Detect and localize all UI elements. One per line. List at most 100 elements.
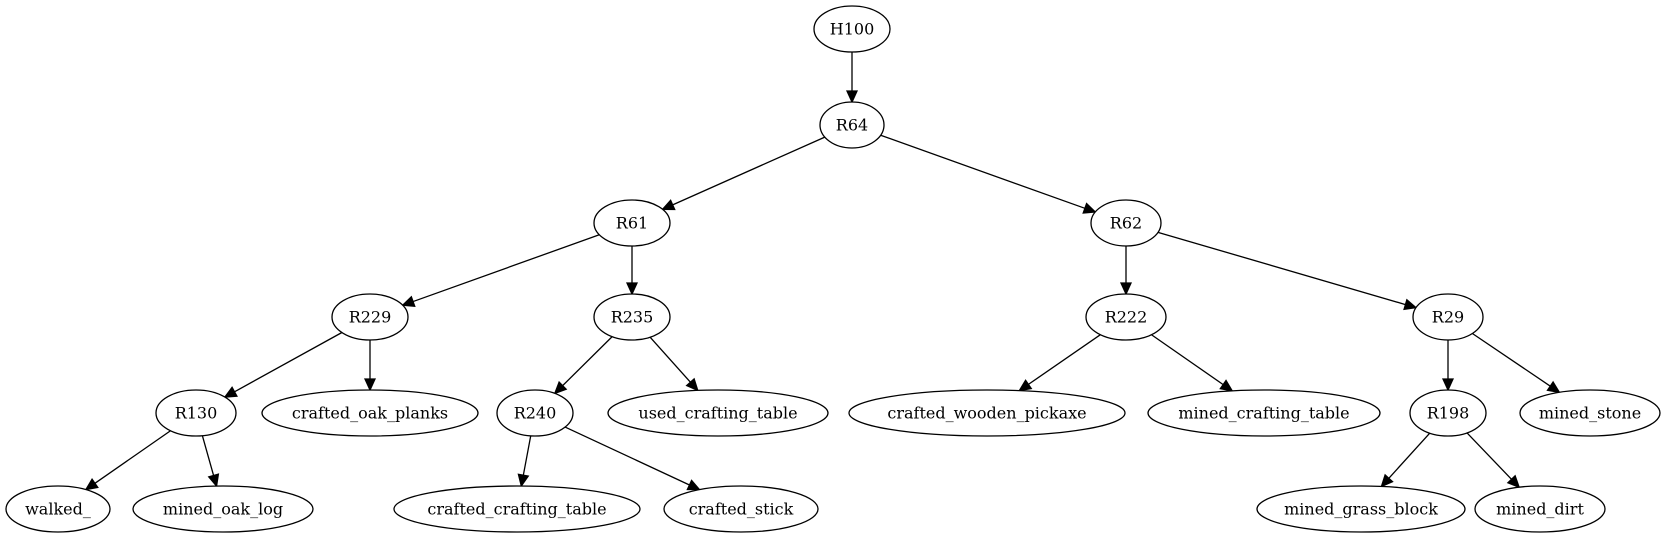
node-used_crafting_table: used_crafting_table (607, 389, 829, 437)
edges-layer (84, 52, 1561, 491)
node-ellipse (1409, 389, 1487, 437)
node-R61: R61 (593, 199, 671, 247)
node-ellipse (663, 485, 819, 533)
node-ellipse (819, 101, 885, 149)
arrowhead-icon (1119, 282, 1133, 296)
node-R222: R222 (1085, 293, 1167, 341)
node-mined_dirt: mined_dirt (1474, 485, 1606, 533)
node-label: R29 (1432, 308, 1464, 327)
node-ellipse (1256, 485, 1466, 533)
arrowhead-icon (845, 90, 859, 104)
edge-line (522, 435, 532, 476)
node-label: mined_dirt (1496, 500, 1584, 519)
node-R229: R229 (331, 293, 409, 341)
edge-line (1157, 231, 1406, 306)
node-ellipse (607, 389, 829, 437)
node-R64: R64 (819, 101, 885, 149)
arrowhead-icon (207, 473, 220, 488)
node-label: R130 (175, 404, 218, 423)
edge-R222-to-mined_crafting_table (1151, 334, 1234, 392)
edge-line (1028, 334, 1101, 385)
edge-line (94, 430, 171, 484)
node-label: mined_stone (1539, 404, 1641, 423)
arrowhead-icon (1546, 380, 1561, 394)
edge-R198-to-mined_dirt (1466, 432, 1521, 489)
node-ellipse (1090, 199, 1162, 247)
node-R130: R130 (155, 389, 237, 437)
node-label: crafted_oak_planks (292, 404, 448, 423)
edge-R62-to-R222 (1119, 246, 1133, 296)
node-ellipse (5, 485, 111, 533)
edge-line (1388, 432, 1431, 479)
node-label: walked_ (25, 500, 91, 519)
arrowhead-icon (1403, 298, 1418, 311)
node-ellipse (496, 389, 574, 437)
edge-R61-to-R229 (401, 234, 600, 307)
node-walked_: walked_ (5, 485, 111, 533)
node-ellipse (132, 485, 314, 533)
arrowhead-icon (401, 295, 416, 307)
node-label: crafted_crafting_table (427, 500, 606, 519)
node-label: R240 (514, 404, 557, 423)
node-ellipse (261, 389, 479, 437)
edge-line (201, 435, 215, 476)
arrowhead-icon (517, 473, 530, 488)
edge-line (562, 336, 613, 387)
node-ellipse (393, 485, 641, 533)
node-label: mined_crafting_table (1178, 404, 1349, 423)
node-label: R229 (349, 308, 392, 327)
edge-R229-to-R130 (223, 331, 343, 398)
node-ellipse (1085, 293, 1167, 341)
node-mined_grass_block: mined_grass_block (1256, 485, 1466, 533)
node-label: H100 (830, 20, 875, 39)
node-ellipse (593, 293, 671, 341)
node-ellipse (1519, 389, 1661, 437)
arrowhead-icon (1082, 202, 1097, 214)
edge-line (649, 336, 691, 383)
arrowhead-icon (625, 282, 639, 296)
edge-R62-to-R29 (1157, 231, 1418, 311)
edge-R64-to-R61 (661, 136, 826, 211)
node-ellipse (1474, 485, 1606, 533)
node-H100: H100 (813, 5, 891, 53)
node-ellipse (593, 199, 671, 247)
edge-R235-to-used_crafting_table (649, 336, 699, 392)
node-ellipse (813, 5, 891, 53)
node-R235: R235 (593, 293, 671, 341)
node-mined_stone: mined_stone (1519, 389, 1661, 437)
node-label: crafted_stick (689, 500, 794, 519)
node-label: mined_oak_log (163, 500, 283, 519)
node-label: R235 (611, 308, 654, 327)
edge-R229-to-crafted_oak_planks (363, 340, 377, 392)
node-label: mined_grass_block (1284, 500, 1438, 519)
edge-R235-to-R240 (553, 336, 613, 395)
node-crafted_stick: crafted_stick (663, 485, 819, 533)
node-label: crafted_wooden_pickaxe (887, 404, 1086, 423)
arrowhead-icon (1219, 379, 1234, 392)
edge-line (1472, 332, 1551, 387)
edge-line (880, 134, 1086, 209)
arrowhead-icon (661, 199, 676, 211)
edge-line (1466, 432, 1512, 480)
edge-R29-to-R198 (1441, 340, 1455, 392)
node-R62: R62 (1090, 199, 1162, 247)
edge-R130-to-mined_oak_log (201, 435, 220, 488)
node-label: R198 (1427, 404, 1470, 423)
node-label: used_crafting_table (638, 404, 797, 423)
edge-R61-to-R235 (625, 246, 639, 296)
arrowhead-icon (363, 378, 377, 392)
node-label: R64 (836, 116, 868, 135)
edge-line (1151, 334, 1224, 386)
node-R198: R198 (1409, 389, 1487, 437)
node-label: R61 (616, 214, 648, 233)
arrowhead-icon (553, 380, 568, 395)
edge-H100-to-R64 (845, 52, 859, 104)
arrowhead-icon (685, 377, 699, 392)
node-ellipse (331, 293, 409, 341)
node-crafted_crafting_table: crafted_crafting_table (393, 485, 641, 533)
node-R240: R240 (496, 389, 574, 437)
node-ellipse (155, 389, 237, 437)
arrowhead-icon (223, 386, 238, 398)
node-label: R222 (1105, 308, 1148, 327)
